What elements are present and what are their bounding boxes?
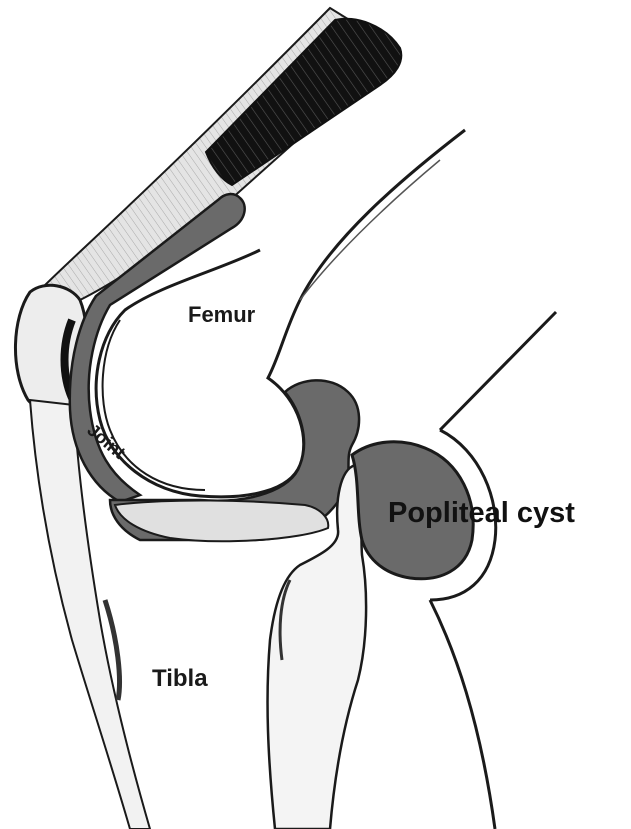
posterior-calf-outline bbox=[430, 600, 495, 829]
cyst-label: Popliteal cyst bbox=[388, 497, 575, 529]
tibia-label: Tibla bbox=[152, 665, 208, 692]
femur-label: Femur bbox=[188, 302, 256, 327]
posterior-skin-outline bbox=[440, 312, 556, 430]
